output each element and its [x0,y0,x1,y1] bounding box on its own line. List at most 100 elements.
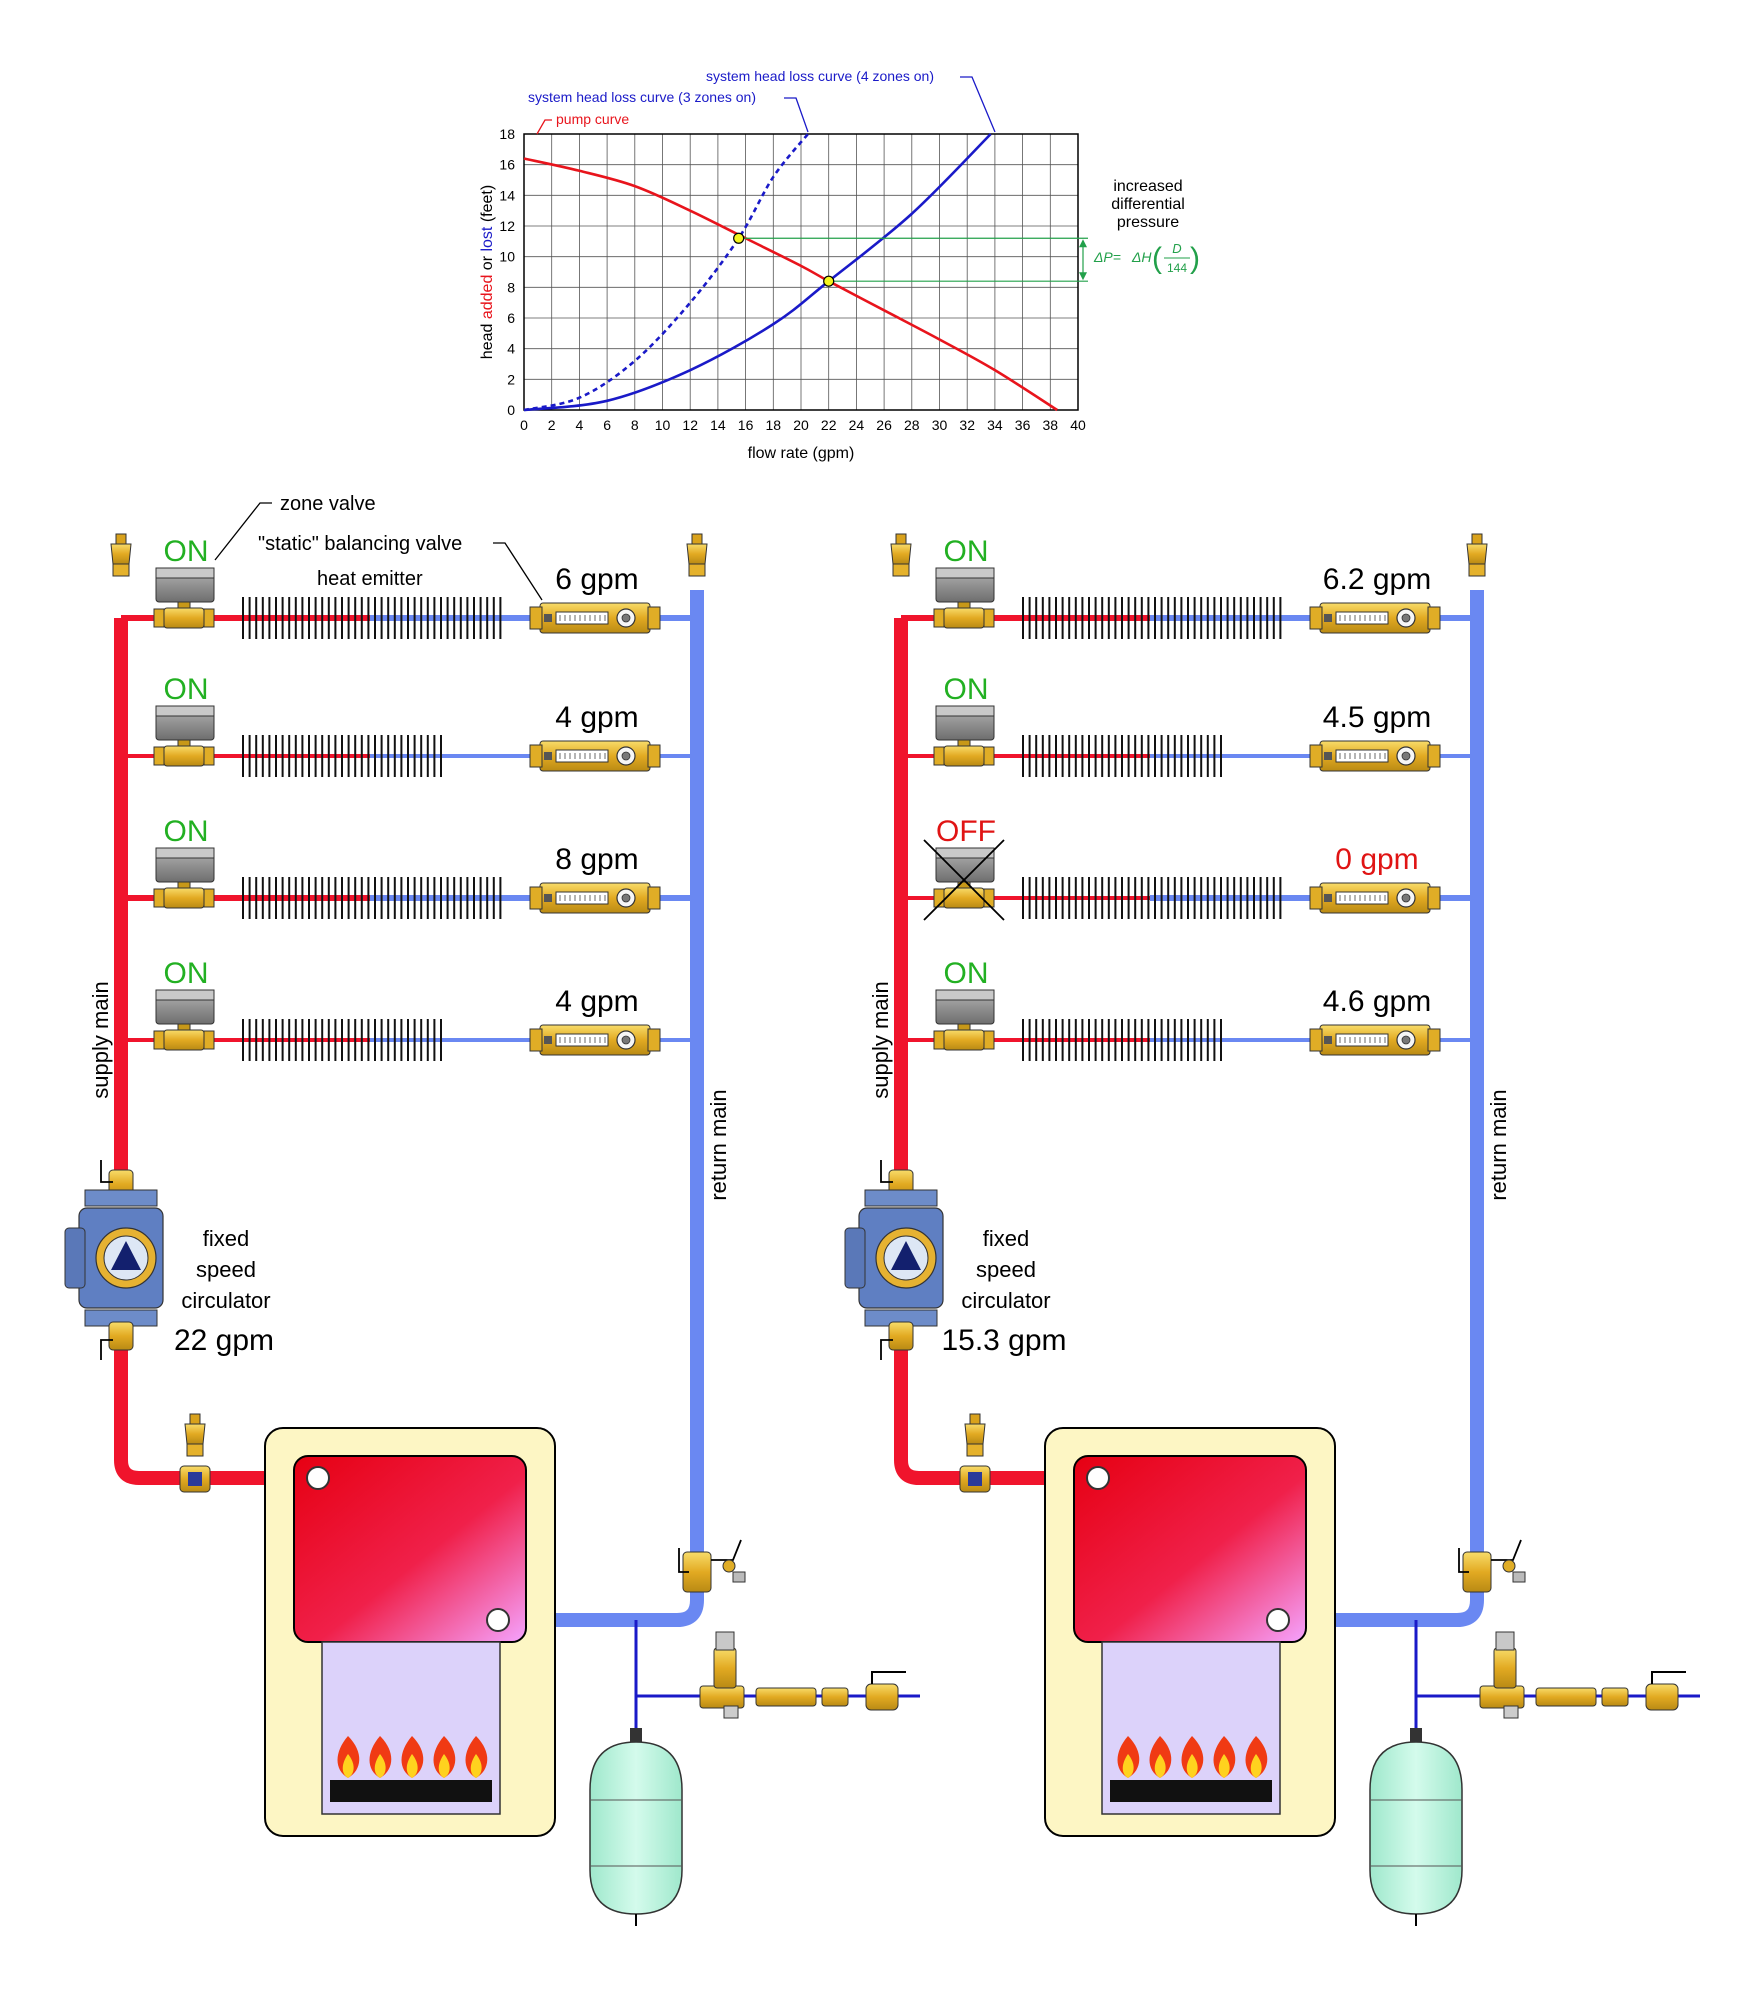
y-tick-label: 14 [499,187,515,203]
annotation-line-2: differential [1111,196,1185,213]
isolation-flange [108,1321,134,1351]
series-3-leader [784,97,809,133]
series-4-label: system head loss curve (4 zones on) [706,68,934,84]
boiler-supply-port [306,1466,330,1490]
x-tick-label: 10 [655,417,671,433]
zone-flow-label: 0 gpm [1335,843,1418,876]
x-tick-label: 32 [959,417,975,433]
zone-state-label: OFF [936,815,996,848]
heat-emitter [242,877,502,919]
zone-valve[interactable] [153,567,215,629]
series-4-leader [960,76,996,133]
isolation-flange [888,1321,914,1351]
circulator-pump[interactable] [844,1189,944,1327]
x-tick-label: 34 [987,417,1003,433]
annotation-line-1: increased [1113,178,1182,195]
return-main-pipe [1278,590,1484,1627]
zone-valve[interactable] [153,847,215,909]
x-tick-label: 28 [904,417,920,433]
zone-flow-label: 4 gpm [555,985,638,1018]
y-tick-label: 8 [507,279,515,295]
y-tick-label: 0 [507,402,515,418]
zone-state-label: ON [944,673,989,706]
series-3-label: system head loss curve (3 zones on) [528,89,756,105]
y-axis-label-part: head [479,319,496,359]
chart-series [523,133,1058,412]
y-axis-label-part: (feet) [479,185,496,227]
zone-flow-label: 4 gpm [555,701,638,734]
y-axis-label-added: added [479,275,496,320]
zone-valve[interactable] [923,839,1005,921]
zone-valve[interactable] [933,705,995,767]
balancing-valve[interactable] [529,1024,661,1056]
boiler [264,1427,556,1837]
burner [1110,1780,1272,1802]
x-tick-label: 30 [932,417,948,433]
air-separator [179,1465,211,1493]
circulator-flow: 22 gpm [174,1324,274,1357]
boiler-return-port [1266,1608,1290,1632]
purge-valve[interactable] [678,1539,746,1593]
heat-emitter [1022,877,1282,919]
balancing-valve[interactable] [1309,1024,1441,1056]
makeup-water-assembly[interactable] [699,1631,849,1719]
x-tick-label: 40 [1070,417,1086,433]
circulator-pump[interactable] [64,1189,164,1327]
formula-numerator: D [1172,241,1181,256]
air-vent [964,1413,986,1457]
heat-emitter [242,597,502,639]
balancing-valve[interactable] [1309,882,1441,914]
makeup-water-assembly[interactable] [1479,1631,1629,1719]
y-tick-label: 10 [499,249,515,265]
x-tick-label: 20 [793,417,809,433]
balancing-valve-leader [493,542,543,601]
ball-valve[interactable] [865,1671,906,1711]
dp-arrowhead-bottom [1079,272,1087,281]
zone-state-label: ON [944,535,989,568]
zone-valve[interactable] [933,567,995,629]
heat-emitter [1022,1019,1222,1061]
formula-denominator: 144 [1167,261,1187,275]
circulator-label: circulator [961,1288,1050,1313]
balancing-valve[interactable] [529,882,661,914]
heat-emitter [1022,735,1222,777]
zone-state-label: ON [164,535,209,568]
air-separator [959,1465,991,1493]
balancing-valve[interactable] [529,602,661,634]
x-tick-label: 4 [576,417,584,433]
heat-emitter [242,735,442,777]
x-tick-label: 0 [520,417,528,433]
return-main-label: return main [706,1089,731,1200]
balancing-valve[interactable] [1309,740,1441,772]
operating-point [823,275,835,287]
balancing-valve[interactable] [1309,602,1441,634]
x-tick-label: 12 [682,417,698,433]
ball-valve[interactable] [1645,1671,1686,1711]
zone-valve[interactable] [153,705,215,767]
purge-valve[interactable] [1458,1539,1526,1593]
balancing-valve[interactable] [529,740,661,772]
air-vent [686,533,708,577]
circulator-label: speed [976,1257,1036,1282]
x-tick-label: 8 [631,417,639,433]
formula-close-paren: ) [1190,242,1200,275]
circulator-label: fixed [983,1226,1029,1251]
annotation-line-3: pressure [1117,214,1179,231]
dp-arrowhead-top [1079,239,1087,248]
operating-points [733,232,835,287]
chart-grid [523,133,1079,411]
zone-valve[interactable] [153,989,215,1051]
valve-handle [880,1160,893,1183]
y-tick-label: 18 [499,126,515,142]
zone-valve[interactable] [933,989,995,1051]
supply-main-label: supply main [88,981,113,1098]
zone-valve-callout: zone valve [280,493,376,515]
valve-handle [100,1339,113,1360]
formula-lhs: ΔP= [1093,249,1121,265]
